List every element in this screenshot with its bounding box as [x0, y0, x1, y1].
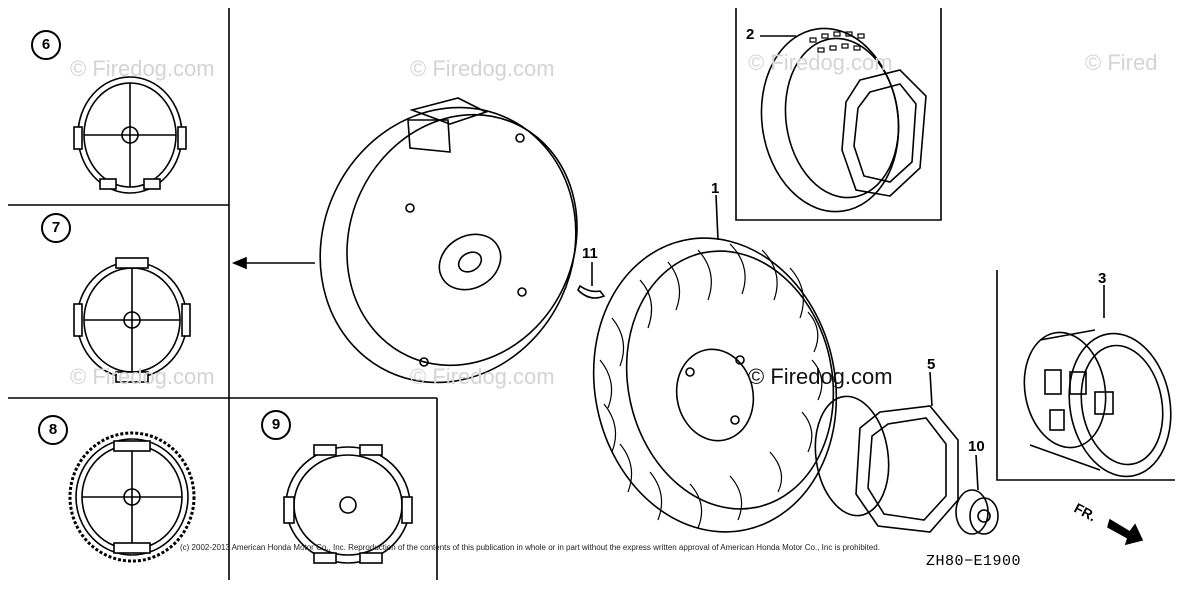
watermark-6: © Firedog.com: [410, 364, 555, 389]
diagram-code: ZH80−E1900: [926, 553, 1022, 570]
callout-1: 1: [711, 180, 720, 197]
recoil-cover: [319, 97, 578, 384]
callout-9: 9: [261, 410, 291, 440]
callout-2: 2: [746, 26, 755, 43]
arrow-left: [231, 256, 315, 270]
part-3-cup: [1023, 285, 1172, 478]
callout-10: 10: [968, 438, 985, 455]
copyright-notice: (c) 2002-2013 American Honda Motor Co., …: [180, 543, 880, 552]
watermark-1: © Firedog.com: [70, 56, 215, 81]
part-2-pulley: [760, 27, 927, 213]
front-arrow: [1107, 518, 1144, 546]
watermark-2: © Firedog.com: [410, 56, 555, 81]
part-1-flywheel: [592, 194, 838, 533]
part-8-gear: [68, 431, 196, 563]
part-11-key: [577, 262, 606, 299]
callout-8: 8: [38, 415, 68, 445]
part-5-cup: [814, 371, 959, 533]
callout-3: 3: [1098, 270, 1107, 287]
watermark-5: © Firedog.com: [70, 364, 215, 389]
callout-6: 6: [31, 30, 61, 60]
callout-11: 11: [582, 245, 598, 262]
callout-5: 5: [927, 356, 936, 373]
callout-7: 7: [41, 213, 71, 243]
watermark-4: © Fired: [1085, 50, 1158, 75]
frame-part-2: [735, 8, 942, 221]
part-9-hub: [283, 444, 413, 564]
part-7-hub: [73, 257, 191, 383]
watermark-7: © Firedog.com: [748, 364, 893, 389]
part-10-nut: [955, 454, 999, 535]
watermark-3: © Firedog.com: [748, 50, 893, 75]
frame-part-3: [996, 270, 1175, 481]
part-6-hub: [73, 76, 187, 194]
